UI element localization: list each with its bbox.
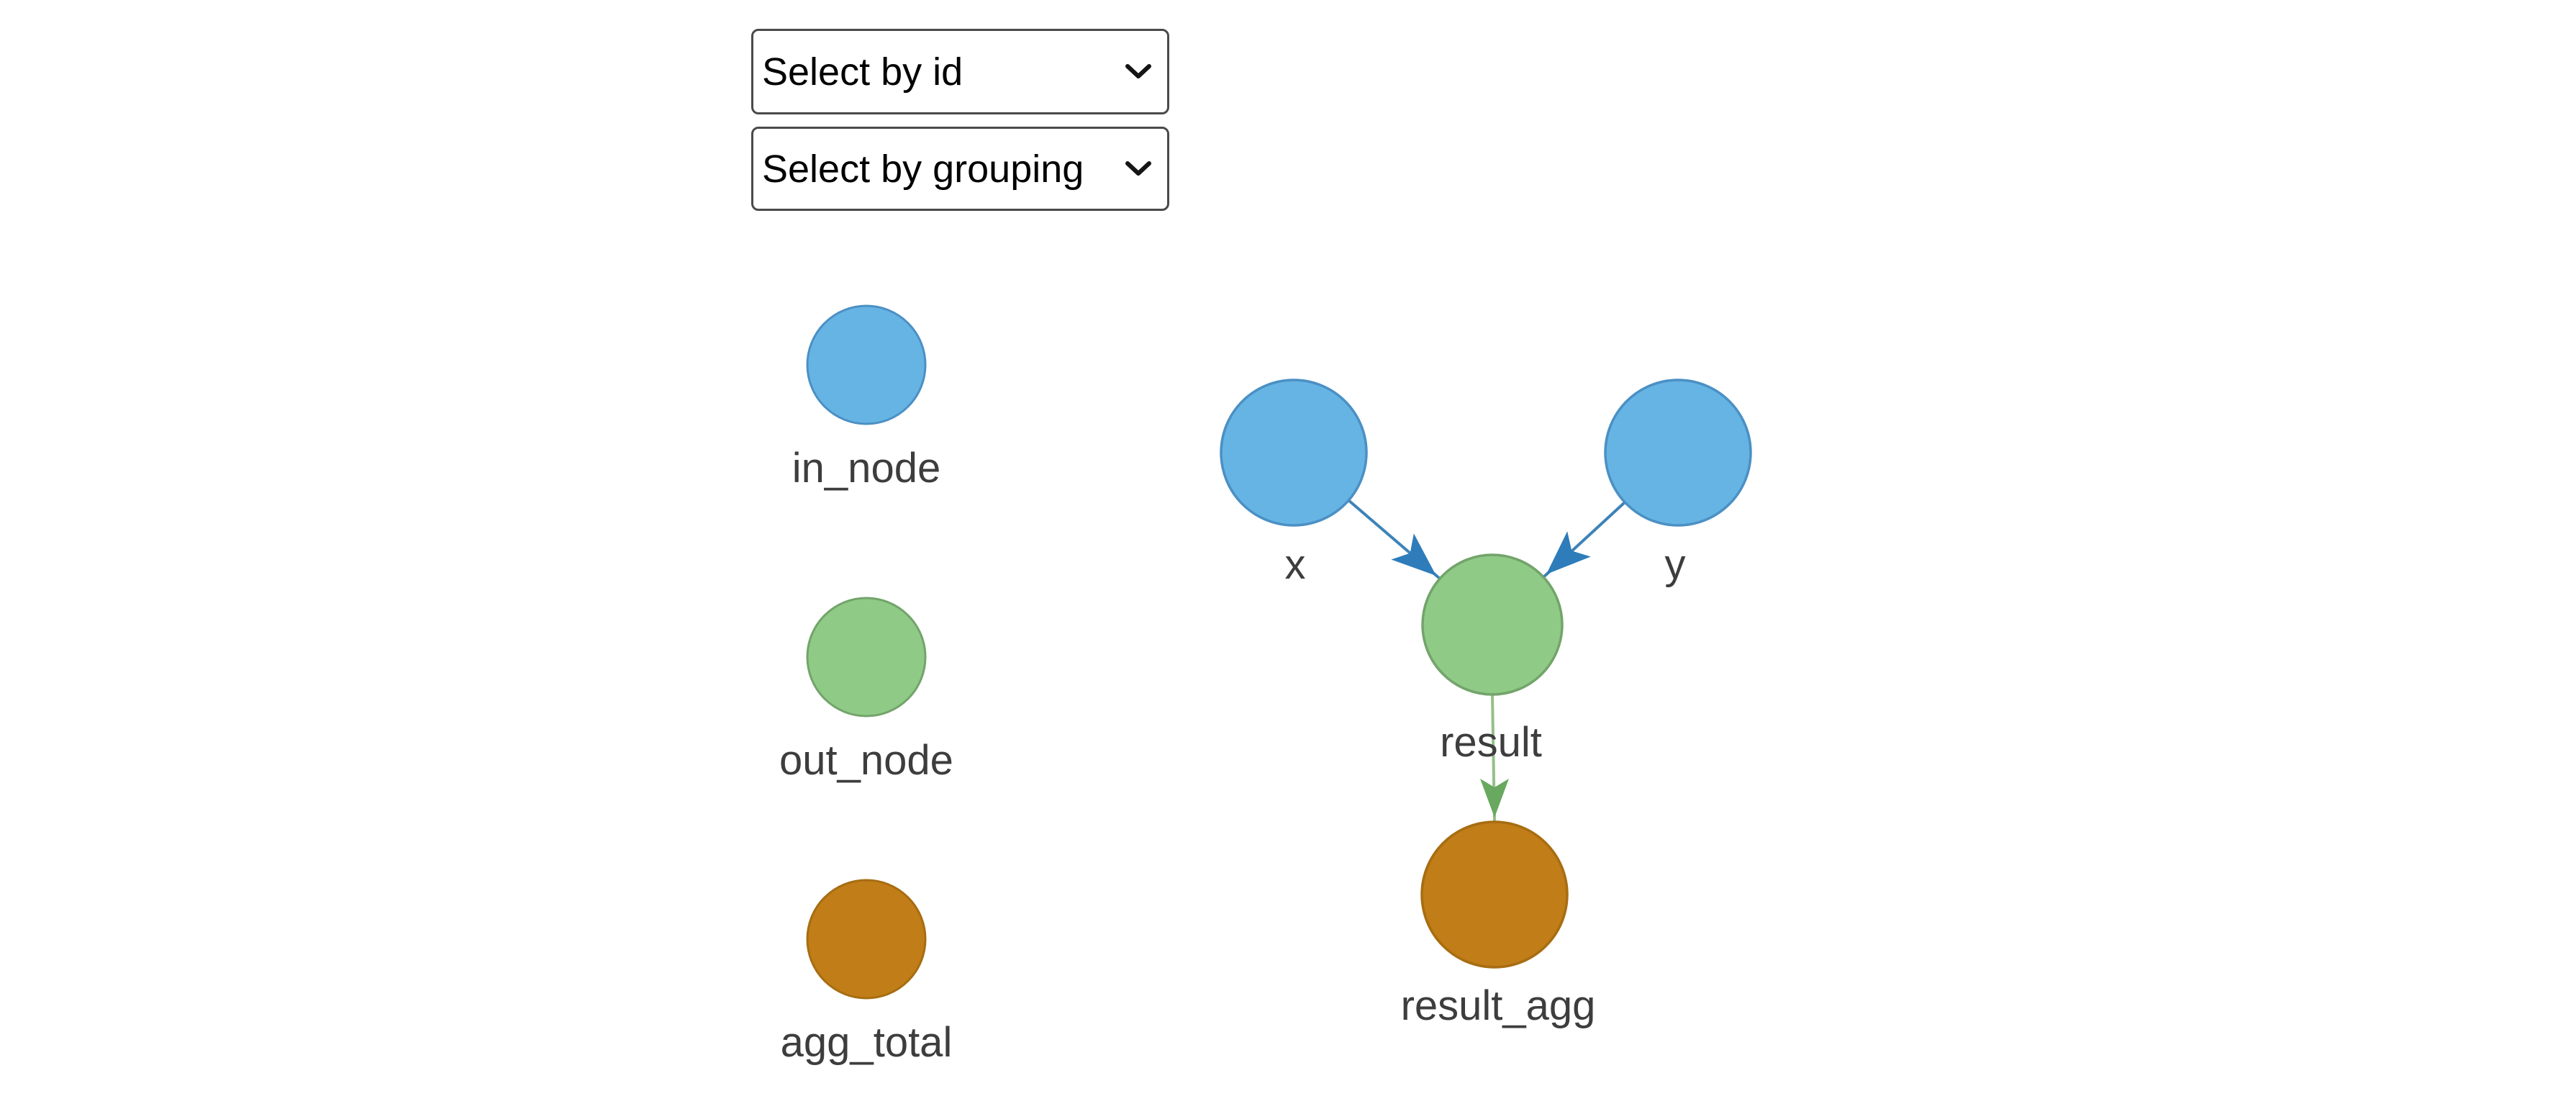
node-x[interactable] <box>1220 379 1368 527</box>
legend-swatch-agg-total <box>806 879 927 1000</box>
legend-label-out-node: out_node <box>779 737 953 784</box>
graph-nodes <box>1220 379 1752 969</box>
node-result[interactable] <box>1421 553 1564 696</box>
node-y[interactable] <box>1604 379 1752 527</box>
legend-swatch-out-node <box>806 597 927 718</box>
node-result-agg-label: result_agg <box>1401 982 1596 1029</box>
legend-label-agg-total: agg_total <box>781 1019 953 1066</box>
node-result-label: result <box>1440 719 1542 766</box>
node-x-label: x <box>1285 541 1306 588</box>
edge-arrowheads <box>1391 531 1591 818</box>
select-by-id-dropdown[interactable]: Select by id <box>751 29 1169 114</box>
arrowhead-y-to-result <box>1546 531 1591 574</box>
select-by-id-wrapper: Select by id <box>751 29 1169 114</box>
legend-label-in-node: in_node <box>792 445 940 492</box>
legend-swatch-in-node <box>806 304 927 425</box>
select-by-grouping-wrapper: Select by grouping <box>751 127 1169 211</box>
node-y-label: y <box>1665 541 1686 588</box>
node-result-agg[interactable] <box>1420 820 1569 969</box>
arrowhead-x-to-result <box>1391 533 1436 576</box>
select-by-grouping-dropdown[interactable]: Select by grouping <box>751 127 1169 211</box>
arrowhead-result-to-result-agg <box>1480 779 1509 818</box>
legend: in_node out_node agg_total <box>779 304 953 1066</box>
graph-node-labels: x y result result_agg <box>1285 541 1686 1029</box>
